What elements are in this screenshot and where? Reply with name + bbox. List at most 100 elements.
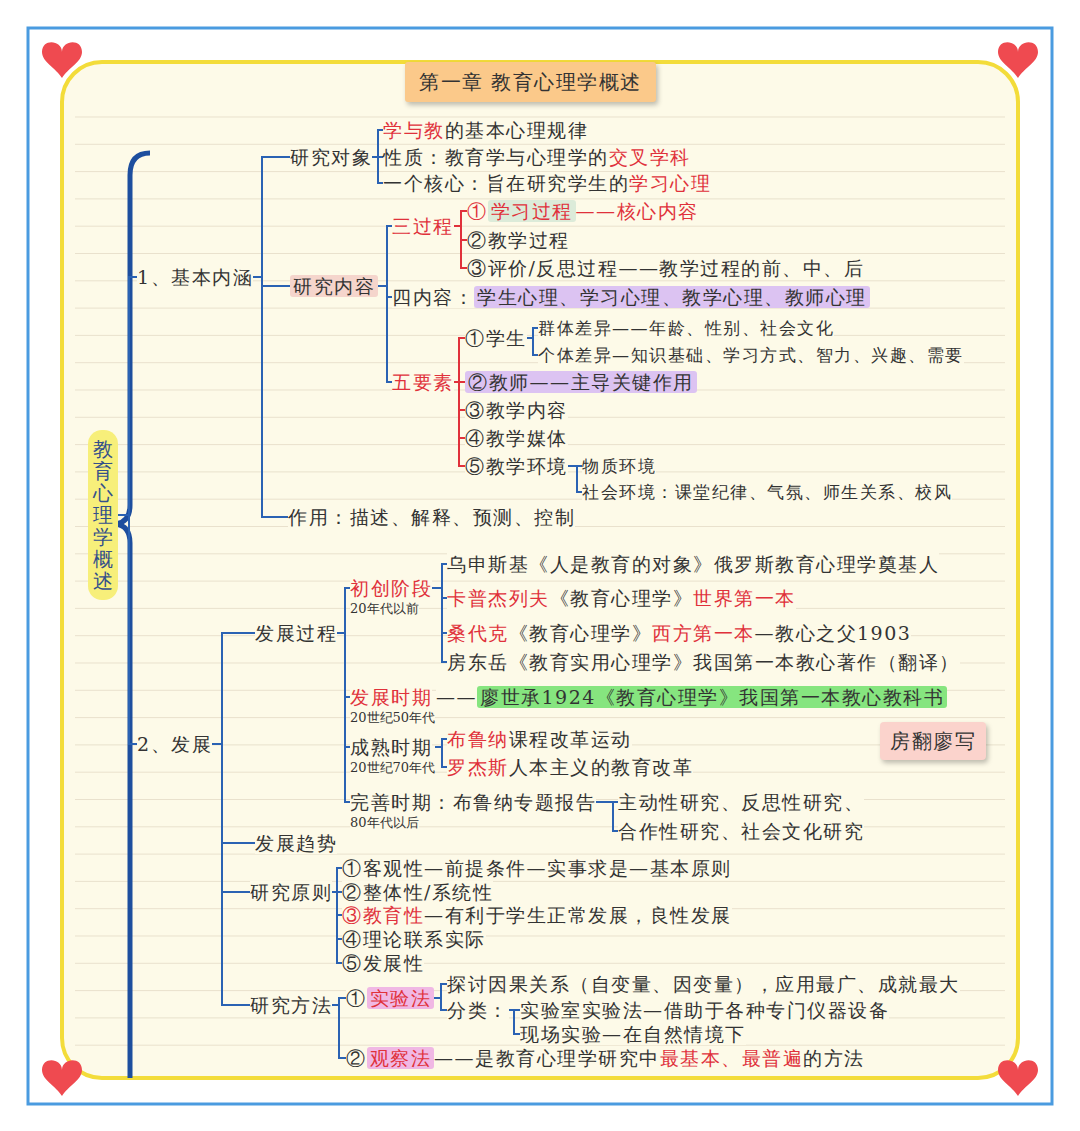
rule-line <box>75 253 1005 254</box>
yellow-frame <box>62 62 1018 1078</box>
node-text: 教育心理学概述 <box>93 437 113 593</box>
node-line: 分类： <box>447 997 509 1023</box>
node-text: 探讨因果关系（自变量、因变量），应用最广、成就最大 <box>447 973 960 995</box>
node-text: 乌申斯基《人是教育的对象》俄罗斯教育心理学奠基人 <box>447 553 939 575</box>
mind-map-node: 三过程 <box>392 213 454 239</box>
mind-map-node: 发展过程 <box>255 620 337 646</box>
branch-connector <box>568 466 583 492</box>
node-text: 作用：描述、解释、预测、控制 <box>288 506 575 528</box>
node-line: 研究对象 <box>290 144 372 170</box>
mind-map-node: ③评价/反思过程——教学过程的前、中、后 <box>467 255 864 281</box>
mind-map-node: ③教育性—有利于学生正常发展，良性发展 <box>342 902 732 928</box>
node-text: 学生心理、学习心理、教学心理、教师心理 <box>474 286 870 308</box>
rule-line <box>75 936 1005 937</box>
branch-connector <box>432 588 447 598</box>
node-text: ③评价/反思过程——教学过程的前、中、后 <box>467 257 864 279</box>
node-text: ②教师——主导关键作用 <box>465 371 697 393</box>
mind-map-node: 罗杰斯人本主义的教育改革 <box>447 754 693 780</box>
node-line: ③教学内容 <box>465 397 568 423</box>
branch-connector <box>212 744 250 892</box>
node-text: 《教育心理学》 <box>550 587 694 609</box>
node-text: 成熟时期 <box>350 736 432 758</box>
notebook-lines <box>75 117 1005 1045</box>
branch-connector <box>253 277 290 286</box>
node-line: 合作性研究、社会文化研究 <box>618 818 864 844</box>
root-pill: 教育心理学概述 <box>88 430 118 600</box>
rule-line <box>75 854 1005 855</box>
big-brace <box>116 153 150 1078</box>
mind-map-node: 2、发展 <box>137 731 212 757</box>
branch-connector <box>372 157 383 183</box>
node-text: 罗杰斯 <box>447 756 509 778</box>
node-text: ② <box>346 1047 367 1069</box>
node-text: 卡普杰列夫 <box>447 587 550 609</box>
node-text: ④教学媒体 <box>465 427 568 449</box>
node-text: 观察法 <box>367 1047 435 1069</box>
branch-connector <box>332 868 342 892</box>
mind-map-node: 研究对象 <box>290 144 372 170</box>
branch-connector <box>454 338 466 382</box>
node-text: ④理论联系实际 <box>342 928 486 950</box>
branch-connector <box>332 892 342 963</box>
mind-map-node: 乌申斯基《人是教育的对象》俄罗斯教育心理学奠基人 <box>447 551 939 577</box>
node-text: ①客观性—前提条件—实事求是—基本原则 <box>342 857 732 879</box>
node-line: 作用：描述、解释、预测、控制 <box>288 504 575 530</box>
mind-map-node: ③教学内容 <box>465 397 568 423</box>
node-line: 一个核心：旨在研究学生的学习心理 <box>383 170 711 196</box>
mind-map-node: 群体差异——年龄、性别、社会文化 <box>538 315 834 341</box>
rule-line <box>75 144 1005 145</box>
mind-map-node: 分类： <box>447 997 509 1023</box>
rule-line <box>75 881 1005 882</box>
branch-connector <box>527 328 539 338</box>
node-text: ① <box>346 987 367 1009</box>
node-line: ④教学媒体 <box>465 425 568 451</box>
branch-connector <box>435 747 447 767</box>
mind-map-node: 五要素 <box>392 369 454 395</box>
branch-connector <box>332 998 346 1005</box>
node-text: 20世纪70年代 <box>350 760 435 775</box>
branch-connector <box>118 515 137 744</box>
mind-map-node: 卡普杰列夫《教育心理学》世界第一本 <box>447 585 796 611</box>
node-line: 罗杰斯人本主义的教育改革 <box>447 754 693 780</box>
branch-connector <box>332 1005 346 1058</box>
node-text: ②教学过程 <box>467 229 570 251</box>
rule-line <box>75 581 1005 582</box>
node-text: —教心之父1903 <box>755 622 912 644</box>
mind-map-node: 研究内容 <box>290 273 378 299</box>
node-line: 物质环境 <box>582 453 656 479</box>
node-line: ②教师——主导关键作用 <box>465 369 697 395</box>
node-text: 桑代克 <box>447 622 509 644</box>
mind-map-node: 学与教的基本心理规律 <box>383 117 588 143</box>
mind-map-node: ①客观性—前提条件—实事求是—基本原则 <box>342 855 732 881</box>
mind-map-node: ——廖世承1924《教育心理学》我国第一本教心教科书 <box>436 684 947 710</box>
node-text: ① <box>467 200 488 222</box>
node-text: 20年代以前 <box>350 601 419 616</box>
node-text: ——核心内容 <box>576 200 699 222</box>
node-text: 西方第一本 <box>652 622 755 644</box>
mind-map-node: 四内容：学生心理、学习心理、教学心理、教师心理 <box>392 284 870 310</box>
chapter-title: 第一章 教育心理学概述 <box>405 62 656 102</box>
branch-connector <box>337 633 350 747</box>
mind-map-node: 社会环境：课堂纪律、气氛、师生关系、校风 <box>582 479 952 505</box>
branch-connector <box>378 286 392 297</box>
node-text: 社会环境：课堂纪律、气氛、师生关系、校风 <box>582 482 952 502</box>
branch-connector <box>434 984 447 998</box>
node-subtext: 20年代以前 <box>350 601 432 616</box>
branch-connector <box>212 633 255 744</box>
corner-hearts <box>42 42 1038 1096</box>
node-text: 主动性研究、反思性研究、 <box>618 791 864 813</box>
branch-connector <box>253 157 290 277</box>
mind-map-node: 发展趋势 <box>255 830 337 856</box>
node-text: 四内容： <box>392 286 474 308</box>
rule-line <box>75 226 1005 227</box>
branch-connector <box>434 998 447 1010</box>
node-text: 实验室实验法—借助于各种专门仪器设备 <box>520 999 889 1021</box>
node-text: 交叉学科 <box>609 146 691 168</box>
mind-map-node: ②教学过程 <box>467 227 570 253</box>
node-line: ——廖世承1924《教育心理学》我国第一本教心教科书 <box>436 684 947 710</box>
node-line: 社会环境：课堂纪律、气氛、师生关系、校风 <box>582 479 952 505</box>
node-text: 研究方法 <box>250 994 332 1016</box>
rule-line <box>75 117 1005 118</box>
node-text: 课程改革运动 <box>509 728 632 750</box>
mind-map-node: ⑤发展性 <box>342 950 424 976</box>
